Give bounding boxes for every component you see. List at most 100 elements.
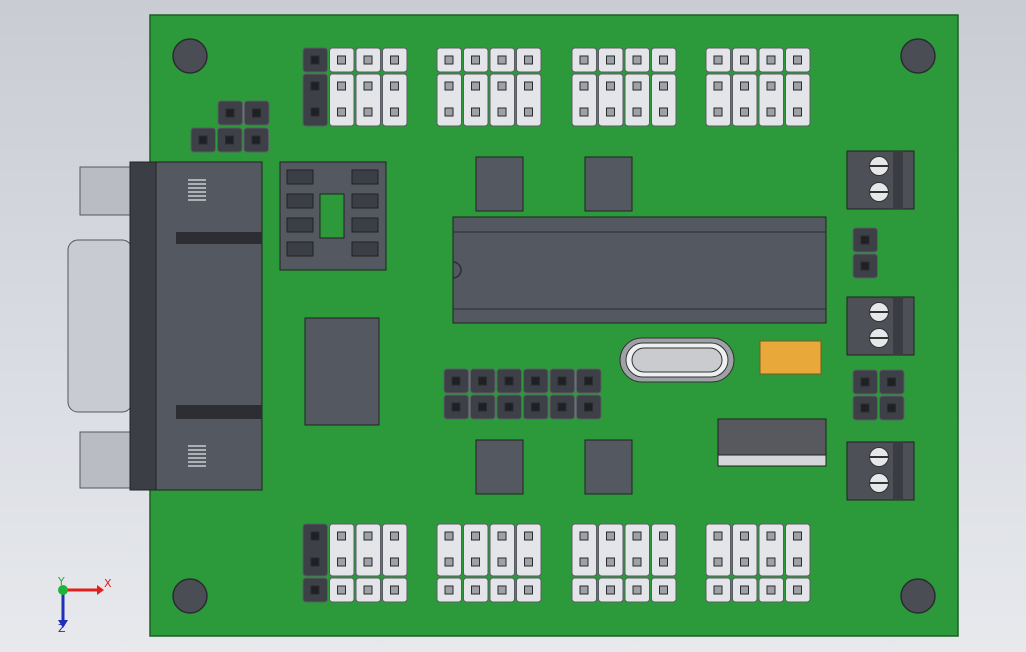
dip-microcontroller[interactable] xyxy=(452,216,827,324)
header-pin xyxy=(793,557,802,567)
header-pin xyxy=(524,557,533,567)
header-pin xyxy=(524,55,533,65)
jumper-vertical[interactable] xyxy=(852,227,878,279)
header-pin-housing xyxy=(705,523,731,577)
db9-connector[interactable] xyxy=(67,161,263,491)
small-ic[interactable] xyxy=(475,156,524,212)
header-pin-housing xyxy=(516,523,542,577)
bottom-pin-header[interactable] xyxy=(302,523,408,603)
bottom-pin-header[interactable] xyxy=(436,523,542,603)
y-axis-label: Y xyxy=(57,575,65,588)
small-ic[interactable] xyxy=(584,439,633,495)
header-pin xyxy=(337,55,346,65)
small-ic[interactable] xyxy=(584,156,633,212)
header-pin xyxy=(713,557,723,567)
regulator-block[interactable] xyxy=(304,317,380,426)
header-pin xyxy=(337,81,346,91)
header-pin xyxy=(531,402,540,412)
header-pin-housing xyxy=(516,73,542,127)
header-pin xyxy=(632,557,642,567)
header-pin xyxy=(471,55,480,65)
header-pin xyxy=(579,55,589,65)
pcb-board[interactable] xyxy=(149,14,959,637)
small-header-upper[interactable] xyxy=(217,100,270,126)
header-pin-housing xyxy=(732,73,758,127)
ic-socket[interactable] xyxy=(279,161,387,271)
top-pin-header[interactable] xyxy=(705,47,811,127)
top-pin-header[interactable] xyxy=(571,47,677,127)
small-ic[interactable] xyxy=(475,439,524,495)
header-pin-housing xyxy=(463,523,489,577)
jumper-2x2[interactable] xyxy=(852,369,905,421)
header-pin xyxy=(310,531,320,541)
header-pin xyxy=(390,81,399,91)
mounting-hole xyxy=(172,38,208,74)
header-pin xyxy=(766,81,776,91)
header-pin-housing xyxy=(329,523,355,577)
header-pin-housing xyxy=(355,73,381,127)
header-body xyxy=(717,418,827,456)
header-pin xyxy=(310,55,320,65)
header-pin-housing xyxy=(571,73,597,127)
db9-rib xyxy=(176,232,262,244)
header-pin xyxy=(659,531,668,541)
header-pin xyxy=(444,585,454,595)
header-pin xyxy=(524,531,533,541)
header-pin xyxy=(444,531,454,541)
crystal-oscillator[interactable] xyxy=(619,337,735,383)
header-pin-housing xyxy=(355,523,381,577)
header-pin xyxy=(793,55,802,65)
header-pin xyxy=(310,107,320,117)
header-pin xyxy=(363,585,373,595)
header-pin xyxy=(363,55,373,65)
top-pin-header[interactable] xyxy=(436,47,542,127)
header-pin xyxy=(606,55,615,65)
terminal-rib xyxy=(893,442,903,500)
header-pin-housing xyxy=(624,523,650,577)
terminal-rib xyxy=(893,151,903,209)
db9-hex-post xyxy=(79,431,131,489)
screw-terminal[interactable] xyxy=(846,150,915,210)
db9-body xyxy=(155,161,263,491)
header-pin xyxy=(632,107,642,117)
dip-notch xyxy=(452,261,462,279)
header-pin xyxy=(713,81,723,91)
header-pin xyxy=(713,55,723,65)
header-pin-housing xyxy=(302,73,328,127)
header-pin-housing xyxy=(302,523,328,577)
header-pin xyxy=(793,531,802,541)
bottom-pin-header[interactable] xyxy=(571,523,677,603)
header-pin xyxy=(497,531,507,541)
small-header-lower[interactable] xyxy=(190,127,269,153)
pin-header-angled[interactable] xyxy=(717,418,827,467)
header-pin xyxy=(337,557,346,567)
smd-capacitor[interactable] xyxy=(759,340,822,375)
header-pin xyxy=(659,81,668,91)
header-pin xyxy=(497,107,507,117)
screw-terminal[interactable] xyxy=(846,441,915,501)
screw-terminal[interactable] xyxy=(846,296,915,356)
header-pin xyxy=(579,107,589,117)
top-pin-header[interactable] xyxy=(302,47,408,127)
header-pin xyxy=(713,585,723,595)
header-pin-housing xyxy=(329,73,355,127)
header-pin xyxy=(606,531,615,541)
header-pin xyxy=(451,402,461,412)
header-pin xyxy=(451,376,461,386)
socket-contact xyxy=(351,193,379,209)
header-pin-housing xyxy=(651,73,677,127)
header-pin xyxy=(471,81,480,91)
db9-flange xyxy=(129,161,157,491)
header-pin-housing xyxy=(705,73,731,127)
header-pin xyxy=(606,557,615,567)
header-pin-housing xyxy=(489,523,515,577)
header-pin xyxy=(444,557,454,567)
header-pin-housing xyxy=(598,523,624,577)
header-pin xyxy=(740,531,749,541)
center-pin-header[interactable] xyxy=(443,368,602,420)
bottom-pin-header[interactable] xyxy=(705,523,811,603)
header-pin-housing xyxy=(571,523,597,577)
db9-shell xyxy=(67,239,133,413)
